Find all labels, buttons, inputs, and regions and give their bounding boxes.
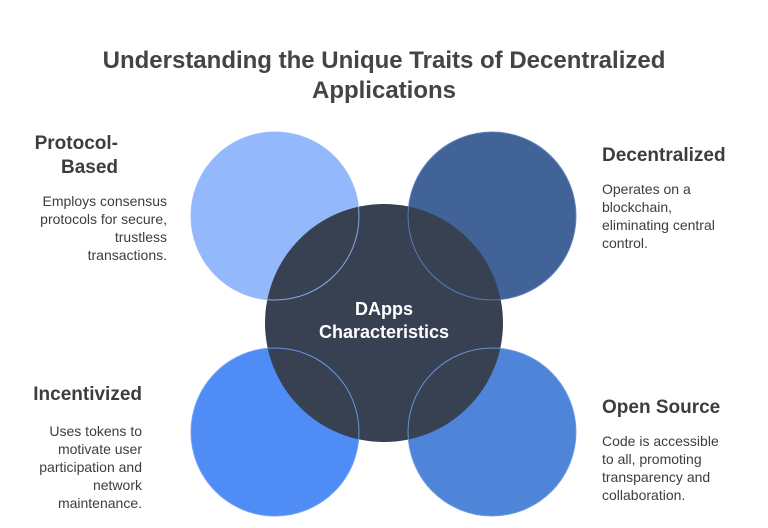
dapps-center-circle (265, 204, 503, 442)
protocol-based-description: Employs consensus protocols for secure, … (40, 192, 167, 264)
open-source-desc-line: transparency and (602, 469, 711, 485)
diagram-title: Understanding the Unique Traits of Decen… (0, 46, 768, 106)
protocol-heading-line-1: Protocol- (34, 133, 118, 154)
incentivized-desc-line: network (92, 477, 142, 493)
decentralized-heading: Decentralized (602, 144, 726, 168)
open-source-heading: Open Source (602, 396, 720, 420)
incentivized-heading-text: Incentivized (33, 384, 142, 405)
title-line-1: Understanding the Unique Traits of Decen… (102, 47, 666, 74)
protocol-based-heading: Protocol- Based (35, 132, 118, 180)
open-source-description: Code is accessible to all, promoting tra… (602, 432, 719, 504)
incentivized-desc-line: motivate user (57, 441, 142, 457)
protocol-desc-line: transactions. (87, 247, 167, 263)
protocol-desc-line: protocols for secure, (40, 211, 167, 227)
incentivized-desc-line: participation and (39, 459, 142, 475)
incentivized-heading: Incentivized (33, 383, 142, 407)
decentralized-desc-line: control. (602, 235, 648, 251)
decentralized-desc-line: Operates on a (602, 181, 691, 197)
decentralized-desc-line: blockchain, (602, 199, 673, 215)
incentivized-desc-line: maintenance. (57, 495, 142, 511)
center-label-line-2: Characteristics (318, 322, 450, 342)
title-line-2: Applications (311, 77, 456, 104)
center-label-line-1: DApps (355, 299, 413, 319)
open-source-heading-text: Open Source (602, 397, 721, 418)
protocol-heading-line-2: Based (60, 157, 118, 178)
open-source-desc-line: to all, promoting (602, 451, 702, 467)
protocol-desc-line: Employs consensus (42, 193, 167, 209)
decentralized-description: Operates on a blockchain, eliminating ce… (602, 180, 715, 252)
incentivized-description: Uses tokens to motivate user participati… (39, 422, 142, 512)
protocol-desc-line: trustless (114, 229, 167, 245)
decentralized-desc-line: eliminating central (602, 217, 715, 233)
center-label: DApps Characteristics (265, 298, 503, 344)
open-source-desc-line: collaboration. (602, 487, 686, 503)
open-source-desc-line: Code is accessible (602, 433, 719, 449)
incentivized-desc-line: Uses tokens to (49, 423, 142, 439)
decentralized-heading-text: Decentralized (602, 145, 726, 166)
overlap-outlines (190, 131, 577, 517)
